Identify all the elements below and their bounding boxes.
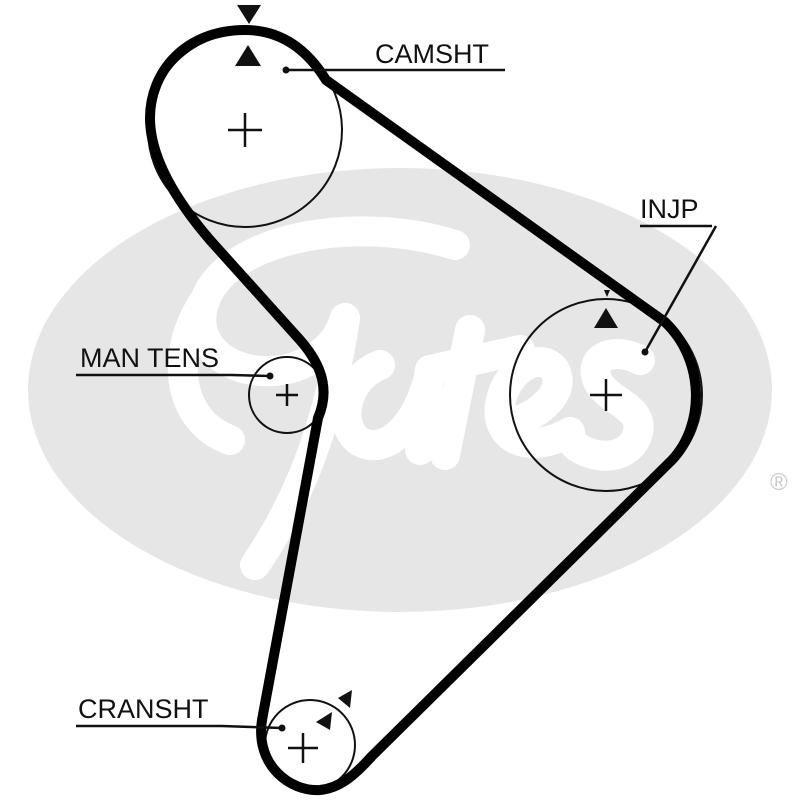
crankshaft-label: CRANSHT [78, 694, 209, 724]
registered-mark: ® [770, 469, 788, 496]
camshaft-label: CAMSHT [375, 39, 489, 69]
timing-marks [235, 5, 618, 730]
gates-logo-watermark [28, 168, 772, 612]
timing-belt [145, 25, 701, 796]
injection-pump-pulley [509, 298, 703, 492]
manual-tensioner-label: MAN TENS [80, 343, 219, 373]
leader-dots [266, 66, 649, 732]
leader-lines [76, 68, 718, 730]
injection-pump-label: INJP [640, 194, 699, 224]
center-marks [228, 113, 622, 763]
